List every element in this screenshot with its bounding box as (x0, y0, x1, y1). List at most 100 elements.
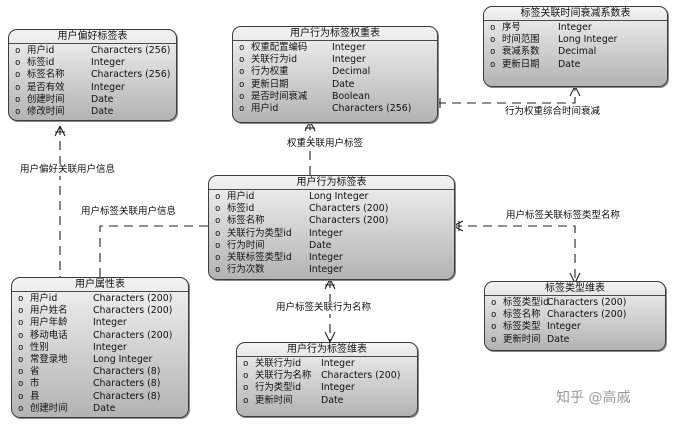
field-bullet: o (215, 240, 221, 251)
link-behavior-user (99, 225, 208, 280)
entity-title: 标签关联时间衰减系数表 (484, 7, 667, 21)
field-name: 省 (30, 366, 40, 378)
field-name: 市 (30, 378, 40, 390)
field-type: Integer (547, 321, 581, 333)
field-row: o 时间范围 Long Integer (490, 34, 667, 46)
field-name: 行为时间 (227, 239, 265, 251)
field-bullet: o (18, 367, 24, 378)
rel-label-weight-behavior: 权重关联用户标签 (286, 138, 365, 150)
field-bullet: o (215, 204, 221, 215)
field-name: 关联行为id (251, 54, 298, 66)
field-type: Characters (200) (93, 329, 173, 341)
field-name: 关联标签类型id (227, 251, 292, 263)
field-bullet: o (490, 35, 496, 46)
field-type: Characters (8) (93, 390, 161, 402)
field-name: 权重配置编码 (251, 42, 308, 53)
field-row: o 权重配置编码 Integer (239, 42, 437, 54)
field-type: Characters (200) (93, 293, 173, 304)
field-type: Characters (200) (309, 215, 389, 227)
field-bullet: o (215, 252, 221, 263)
field-type: Integer (309, 264, 343, 276)
field-name: 修改时间 (27, 105, 65, 117)
field-type: Integer (93, 341, 127, 353)
field-name: 县 (30, 390, 40, 402)
entity-title: 用户行为标签表 (209, 176, 454, 190)
field-type: Integer (309, 251, 343, 263)
field-bullet: o (243, 359, 249, 369)
field-name: 行为权重 (251, 66, 289, 78)
field-bullet: o (491, 334, 497, 345)
field-type: Date (91, 105, 114, 117)
crowfoot-pref-user (54, 125, 66, 137)
field-bullet: o (18, 342, 24, 353)
field-row: o 行为次数 Integer (215, 264, 454, 276)
field-type: Long Integer (558, 34, 618, 46)
entity-title: 标签类型维表 (485, 282, 665, 296)
field-name: 时间范围 (502, 34, 540, 46)
field-name: 标签id (227, 203, 255, 215)
field-name: 行为次数 (227, 264, 265, 276)
field-type: Integer (332, 54, 366, 66)
field-type: Characters (200) (547, 297, 627, 308)
field-bullet: o (239, 43, 245, 53)
field-bullet: o (15, 58, 21, 69)
field-bullet: o (243, 395, 249, 406)
field-type: Integer (321, 382, 355, 394)
rel-label-weight-decay: 行为权重综合时间衰减 (504, 106, 602, 118)
field-type: Date (558, 58, 581, 70)
field-bullet: o (243, 383, 249, 394)
field-bullet: o (490, 47, 496, 58)
field-bullet: o (18, 330, 24, 341)
field-name: 标签名称 (503, 309, 541, 321)
field-name: 用户id (30, 293, 58, 304)
field-name: 用户年龄 (30, 317, 68, 329)
field-bullet: o (215, 216, 221, 227)
entity-title: 用户属性表 (12, 278, 188, 292)
field-name: 更新日期 (251, 78, 289, 90)
field-name: 常登录地 (30, 353, 68, 365)
field-name: 创建时间 (27, 93, 65, 105)
crowfoot-dim (324, 331, 336, 343)
field-name: 标签类型 (503, 321, 541, 333)
field-name: 性别 (30, 341, 49, 353)
field-type: Characters (200) (547, 309, 627, 321)
watermark: 知乎 @高戚 (556, 390, 631, 406)
field-type: Integer (332, 42, 366, 53)
field-bullet: o (215, 192, 221, 202)
field-type: Characters (256) (91, 45, 171, 56)
field-bullet: o (239, 91, 245, 102)
field-type: Date (321, 394, 344, 406)
field-name: 更新日期 (502, 58, 540, 70)
field-bullet: o (239, 103, 245, 114)
link-behavior-tagtype (453, 225, 576, 283)
field-bullet: o (18, 391, 24, 402)
field-bullet: o (215, 265, 221, 276)
field-name: 创建时间 (30, 402, 68, 414)
